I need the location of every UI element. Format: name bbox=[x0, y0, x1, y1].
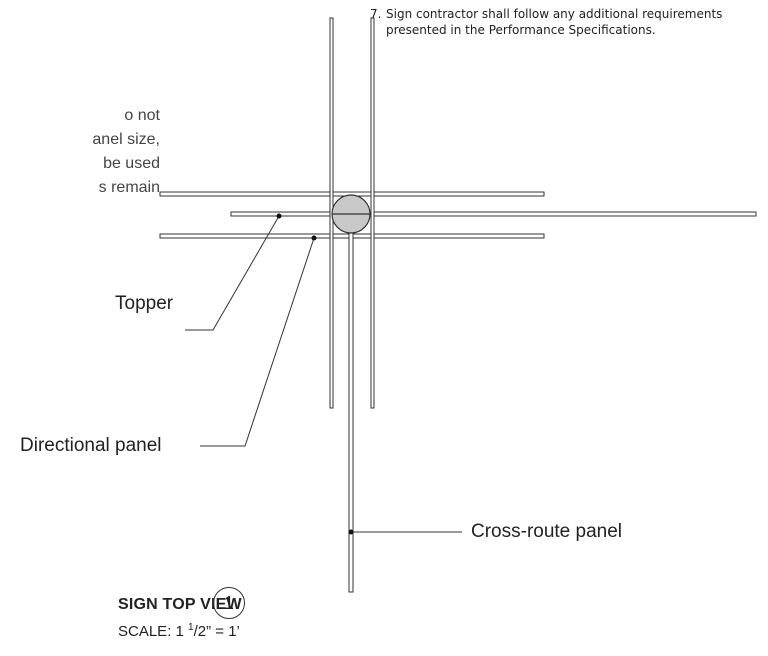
view-title: SIGN TOP VIEW bbox=[118, 596, 242, 613]
truncated-note-line-3: be used bbox=[103, 155, 160, 172]
note-text: Sign contractor shall follow any additio… bbox=[386, 7, 723, 37]
cross-route-panel bbox=[348, 229, 354, 593]
scale-fraction-numerator: 1 bbox=[188, 622, 194, 633]
spec-note-7: 7. Sign contractor shall follow any addi… bbox=[370, 6, 760, 38]
vertical-panel-right bbox=[370, 17, 375, 409]
directional-leader bbox=[200, 237, 315, 447]
topper-label: Topper bbox=[115, 293, 174, 314]
truncated-note-line-1: o not bbox=[124, 107, 160, 124]
view-number-badge: 1 bbox=[213, 587, 245, 619]
topper-leader bbox=[185, 215, 280, 331]
scale-prefix: SCALE: 1 bbox=[118, 623, 189, 640]
truncated-note-line-4: s remain bbox=[98, 179, 160, 196]
topper-bar bbox=[230, 211, 757, 217]
truncated-note-line-2: anel size, bbox=[92, 131, 160, 148]
scale-suffix: /2” = 1’ bbox=[193, 623, 240, 640]
note-number: 7. bbox=[370, 7, 382, 21]
directional-leader-dot bbox=[311, 235, 317, 241]
topper-leader-dot bbox=[276, 213, 282, 219]
scale-label: SCALE: 1 1/2” = 1’ bbox=[118, 622, 240, 640]
directional-panel-label: Directional panel bbox=[20, 435, 162, 456]
cross-route-leader-dot bbox=[348, 529, 354, 535]
cross-route-panel-label: Cross-route panel bbox=[471, 521, 623, 542]
